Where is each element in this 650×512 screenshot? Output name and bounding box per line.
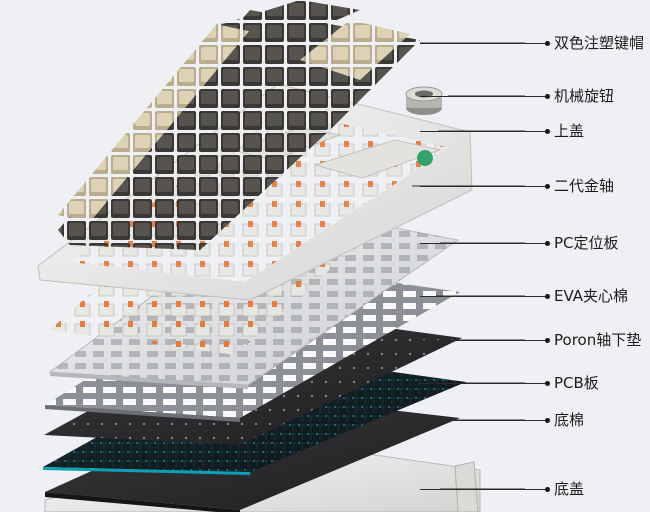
callout-label-bottom-case: 底盖	[554, 480, 585, 498]
callout-line	[420, 95, 545, 97]
callout-eva-foam: EVA夹心棉	[420, 287, 650, 305]
callout-label-poron-pad: Poron轴下垫	[554, 331, 642, 349]
callout-label-pcb: PCB板	[554, 374, 599, 392]
callout-knob: 机械旋钮	[420, 87, 650, 105]
callout-poron-pad: Poron轴下垫	[420, 331, 650, 349]
callout-dot	[545, 380, 550, 386]
callout-dot	[545, 293, 550, 299]
callout-line	[420, 185, 545, 187]
callout-line	[420, 488, 545, 490]
callout-switches: 二代金轴	[420, 177, 650, 195]
callout-line	[420, 382, 545, 384]
callout-keycaps: 双色注塑键帽	[420, 34, 650, 52]
callout-label-bottom-foam: 底棉	[554, 411, 585, 429]
callout-label-switches: 二代金轴	[554, 177, 615, 195]
callout-top-case: 上盖	[420, 122, 650, 140]
callout-dot	[545, 128, 550, 134]
callout-pcb: PCB板	[420, 374, 650, 392]
callout-dot	[545, 417, 550, 423]
callout-line	[420, 42, 545, 44]
callout-label-keycaps: 双色注塑键帽	[554, 34, 645, 52]
callout-line	[420, 295, 545, 297]
callout-dot	[545, 486, 550, 492]
callout-dot	[545, 183, 550, 189]
callout-label-knob: 机械旋钮	[554, 87, 615, 105]
callout-line	[420, 339, 545, 341]
callout-dot	[545, 240, 550, 246]
knob-part	[405, 86, 443, 115]
callout-label-eva-foam: EVA夹心棉	[554, 287, 629, 305]
callout-dot	[545, 337, 550, 343]
callout-line	[420, 419, 545, 421]
callout-line	[420, 242, 545, 244]
callout-line	[420, 130, 545, 132]
callout-dot	[545, 93, 550, 99]
keycaps-layer	[58, 0, 420, 250]
callout-label-top-case: 上盖	[554, 122, 585, 140]
callout-bottom-case: 底盖	[420, 480, 650, 498]
callout-label-plate: PC定位板	[554, 234, 619, 252]
callout-plate: PC定位板	[420, 234, 650, 252]
callout-bottom-foam: 底棉	[420, 411, 650, 429]
callout-dot	[545, 40, 550, 46]
